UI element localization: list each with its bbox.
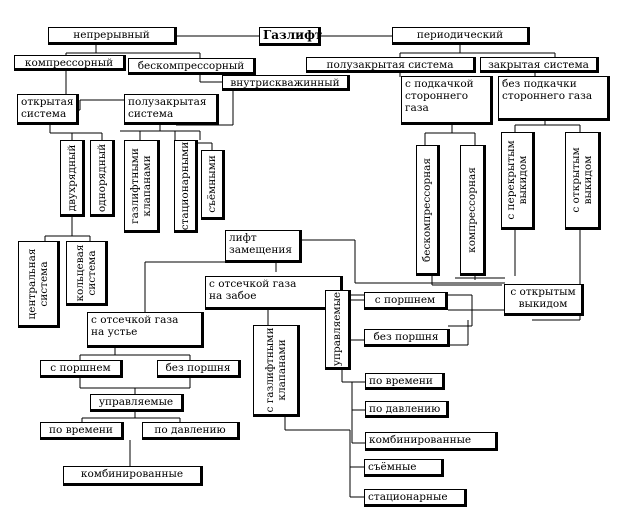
open-outlet-node: с открытым выкидом	[565, 132, 601, 230]
compressor-node: компрессорный	[14, 55, 126, 71]
noncompressor-node: бескомпрессорный	[128, 58, 256, 75]
combined-periodic-node: комбинированные	[365, 432, 498, 451]
removable-periodic-node: съёмные	[364, 459, 444, 477]
by-time-periodic-node: по времени	[365, 373, 445, 390]
central-system-node: центральная система	[18, 241, 60, 328]
semi-closed-periodic-node: полузакрытая система	[306, 57, 476, 73]
removable-node: съёмными	[201, 150, 225, 220]
cutoff-wellhead-node: с отсечкой газа на устье	[87, 312, 204, 348]
by-pressure-wellhead-node: по давлению	[142, 422, 240, 440]
open-outlet-b-node: с открытым выкидом	[504, 284, 584, 316]
displacement-lift-node: лифт замещения	[225, 230, 302, 263]
by-time-wellhead-node: по времени	[40, 422, 124, 440]
controlled-wellhead-node: управляемые	[90, 394, 184, 412]
gaslift-root: Газлифт	[259, 27, 322, 46]
with-piston-periodic-node: с поршнем	[364, 292, 448, 310]
two-row-node: двухрядный	[60, 140, 85, 217]
one-row-node: однорядный	[90, 140, 115, 217]
noncompressor-periodic-node: бескомпрессорная	[416, 145, 440, 276]
annular-system-node: кольцевая система	[66, 241, 108, 306]
without-piston-wellhead-node: без поршня	[157, 360, 241, 378]
continuous-node: непрерывный	[48, 27, 177, 45]
stationary-node: стационарными	[174, 140, 198, 233]
periodic-node: периодический	[392, 27, 530, 45]
combined-wellhead-node: комбинированные	[63, 466, 203, 486]
without-piston-periodic-node: без поршня	[364, 329, 450, 347]
cutoff-bottom-node: с отсечкой газа на забое	[205, 276, 343, 310]
stationary-periodic-node: стационарные	[364, 489, 467, 507]
closed-periodic-node: закрытая система	[480, 57, 599, 73]
gaslift-valves-periodic-node: с газлифтными клапанами	[253, 325, 300, 417]
downhole-node: внутрискважинный	[222, 75, 350, 91]
controlled-periodic-node: управляемые	[325, 290, 351, 370]
with-piston-wellhead-node: с поршнем	[40, 360, 123, 378]
open-system-node: открытая система	[17, 94, 79, 125]
semi-closed-system-node: полузакрытая система	[124, 94, 219, 125]
by-pressure-periodic-node: по давлению	[365, 401, 449, 418]
gaslift-valves-node: газлифтными клапанами	[124, 140, 160, 233]
without-supply-node: без подкачки стороннего газа	[498, 76, 610, 121]
closed-outlet-node: с перекрытым выкидом	[501, 132, 535, 230]
with-supply-node: с подкачкой стороннего газа	[401, 76, 493, 125]
compressor-periodic-node: компрессорная	[460, 145, 486, 276]
